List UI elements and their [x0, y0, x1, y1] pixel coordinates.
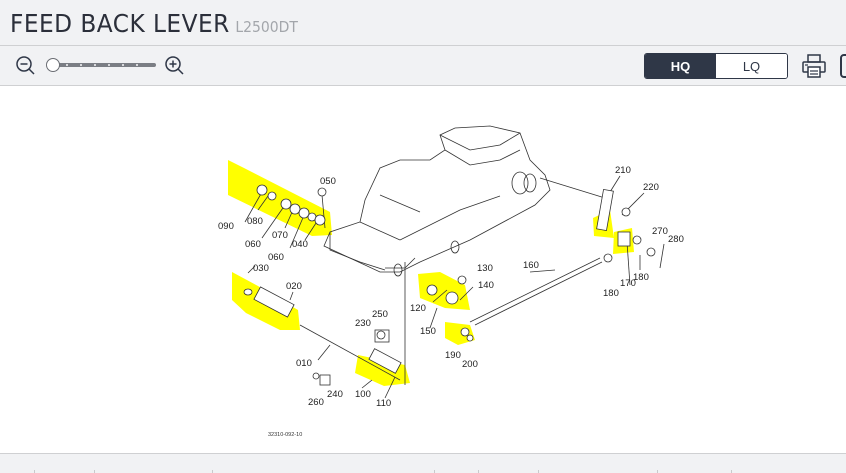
print-button[interactable] [800, 52, 828, 85]
slider-thumb[interactable] [46, 58, 60, 72]
callout-080: 080 [247, 216, 263, 227]
slider-track [52, 63, 156, 67]
footer-bar [0, 453, 846, 473]
hq-button[interactable]: HQ [645, 54, 716, 78]
more-button[interactable] [840, 54, 846, 78]
callout-090: 090 [218, 221, 234, 232]
callout-180: 180 [633, 272, 649, 283]
leader-lines [244, 175, 645, 399]
callout-040: 040 [292, 239, 308, 250]
slider-tick [108, 64, 110, 66]
callout-160: 160 [523, 260, 539, 271]
parts-diagram: 050 090 080 060 070 040 060 030 020 010 … [218, 125, 684, 438]
highlight-washers [228, 160, 332, 236]
callout-120: 120 [410, 303, 426, 314]
highlight-regions [228, 160, 634, 386]
callout-250: 250 [372, 309, 388, 320]
page-header: FEED BACK LEVER L2500DT [0, 0, 846, 46]
callout-280: 280 [668, 234, 684, 245]
callout-170: 170 [620, 278, 636, 289]
callout-100: 100 [355, 389, 371, 400]
highlight-link [445, 322, 475, 345]
callout-020: 020 [286, 281, 302, 292]
callout-010: 010 [296, 358, 312, 369]
callout-030: 030 [253, 263, 269, 274]
callout-220: 220 [643, 182, 659, 193]
zoom-in-icon [165, 56, 184, 75]
callout-210: 210 [615, 165, 631, 176]
housing-drawing [323, 125, 551, 277]
callout-190: 190 [445, 350, 461, 361]
callout-180b: 180 [603, 288, 619, 299]
parts-diagram-area[interactable]: 050 090 080 060 070 040 060 030 020 010 … [0, 86, 846, 453]
callout-070: 070 [272, 230, 288, 241]
callout-140: 140 [478, 280, 494, 291]
callout-150: 150 [420, 326, 436, 337]
slider-tick [80, 64, 82, 66]
quality-toggle: HQ LQ [644, 53, 788, 79]
callout-230: 230 [355, 318, 371, 329]
zoom-out-button[interactable] [15, 55, 37, 82]
printer-icon [802, 54, 826, 78]
zoom-in-button[interactable] [164, 55, 186, 82]
callout-labels: 050 090 080 060 070 040 060 030 020 010 … [218, 165, 684, 409]
slider-tick [136, 64, 138, 66]
callout-270: 270 [652, 226, 668, 237]
page-title: FEED BACK LEVER L2500DT [10, 9, 298, 38]
part-shapes [243, 184, 665, 386]
title-text: FEED BACK LEVER [10, 9, 230, 38]
zoom-slider[interactable] [46, 58, 156, 72]
model-label: L2500DT [235, 18, 298, 36]
callout-240: 240 [327, 389, 343, 400]
zoom-out-icon [16, 56, 35, 75]
slider-tick [66, 64, 68, 66]
slider-tick [122, 64, 124, 66]
callout-060: 060 [245, 239, 261, 250]
callout-050: 050 [320, 176, 336, 187]
callout-130: 130 [477, 263, 493, 274]
callout-110: 110 [376, 398, 391, 409]
callout-200: 200 [462, 359, 478, 370]
drawing-number: 32310-092-10 [268, 432, 302, 438]
toolbar: HQ LQ [0, 46, 846, 86]
callout-260: 260 [308, 397, 324, 408]
lq-button[interactable]: LQ [716, 54, 787, 78]
slider-tick [94, 64, 96, 66]
callout-060b: 060 [268, 252, 284, 263]
